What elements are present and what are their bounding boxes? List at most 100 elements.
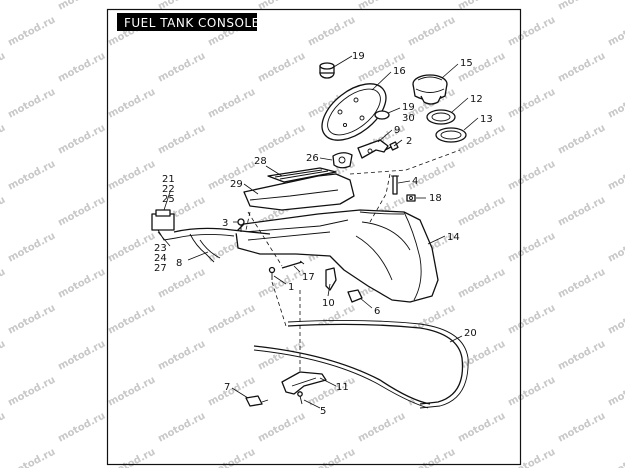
watermark-text: motod.ru <box>0 0 7 13</box>
callout-20: 20 <box>464 328 477 339</box>
watermark-text: motod.ru <box>0 267 7 301</box>
callout-29: 29 <box>230 179 243 190</box>
part-trim-strip-20 <box>253 319 469 409</box>
callout-17: 17 <box>302 272 315 283</box>
callout-labels: 19 16 15 12 13 19 30 9 2 26 28 21 22 25 … <box>154 51 493 417</box>
callout-6: 6 <box>374 306 380 317</box>
callout-25: 25 <box>162 194 175 205</box>
diagram-title: FUEL TANK CONSOLE <box>124 16 260 30</box>
part-washer-30 <box>374 110 390 120</box>
part-gasket-13 <box>435 127 467 143</box>
watermark-text: motod.ru <box>6 303 57 337</box>
part-gasket-12 <box>426 109 456 125</box>
part-bracket-10 <box>325 267 337 291</box>
watermark-text: motod.ru <box>156 411 207 445</box>
part-tab-7 <box>245 395 269 407</box>
watermark-text: motod.ru <box>6 159 57 193</box>
part-console-body-14 <box>235 209 439 303</box>
part-screw-4 <box>391 175 399 195</box>
watermark-text: motod.ru <box>256 51 307 85</box>
watermark-text: motod.ru <box>206 303 257 337</box>
watermark-text: motod.ru <box>56 195 107 229</box>
watermark-text: motod.ru <box>356 411 407 445</box>
part-knob-19 <box>319 62 335 79</box>
callout-24: 24 <box>154 253 167 264</box>
callout-8: 8 <box>176 258 182 269</box>
assembly-guide-lines <box>245 149 461 372</box>
callout-15: 15 <box>460 58 473 69</box>
callout-19-mid: 19 <box>402 102 415 113</box>
part-rod-17 <box>281 260 305 269</box>
watermark-text: motod.ru <box>456 195 507 229</box>
watermark-text: motod.ru <box>0 411 7 445</box>
watermark-text: motod.ru <box>256 0 307 13</box>
part-cover-29 <box>243 173 355 211</box>
watermark-text: motod.ru <box>156 123 207 157</box>
callout-19-top: 19 <box>352 51 365 62</box>
watermark-text: motod.ru <box>256 411 307 445</box>
watermark-text: motod.ru <box>6 231 57 265</box>
callout-4: 4 <box>412 176 418 187</box>
watermark-text: motod.ru <box>56 267 107 301</box>
watermark-text: motod.ru <box>506 159 557 193</box>
watermark-text: motod.ru <box>6 375 57 409</box>
callout-1: 1 <box>288 282 294 293</box>
watermark-text: motod.ru <box>606 15 625 49</box>
part-fuel-cap-15 <box>412 74 448 105</box>
watermark-text: motod.ru <box>506 87 557 121</box>
title-box <box>117 13 257 31</box>
part-screw-1 <box>268 266 276 280</box>
callout-11: 11 <box>336 382 349 393</box>
callout-7: 7 <box>224 382 230 393</box>
watermark-text: motod.ru <box>206 87 257 121</box>
watermark-text: motod.ru <box>356 0 407 13</box>
watermark-text: motod.ru <box>156 339 207 373</box>
watermark-text: motod.ru <box>56 411 107 445</box>
callout-23: 23 <box>154 243 167 254</box>
watermark-text: motod.ru <box>556 0 607 13</box>
watermark-text: motod.ru <box>456 339 507 373</box>
watermark-text: motod.ru <box>0 195 7 229</box>
watermark-text: motod.ru <box>556 195 607 229</box>
callout-27: 27 <box>154 263 167 274</box>
watermark-text: motod.ru <box>606 87 625 121</box>
leader-lines <box>157 55 479 409</box>
watermark-text: motod.ru <box>6 87 57 121</box>
watermark-text: motod.ru <box>106 159 157 193</box>
watermark-text: motod.ru <box>156 0 207 13</box>
watermark-text: motod.ru <box>556 123 607 157</box>
watermark-text: motod.ru <box>406 15 457 49</box>
callout-10: 10 <box>322 298 335 309</box>
watermark-text: motod.ru <box>106 87 157 121</box>
watermark-text: motod.ru <box>0 123 7 157</box>
watermark-text: motod.ru <box>606 159 625 193</box>
watermark-text: motod.ru <box>256 123 307 157</box>
watermark-text: motod.ru <box>106 231 157 265</box>
part-strip-28 <box>267 167 337 183</box>
watermark-text: motod.ru <box>506 15 557 49</box>
watermark-text: motod.ru <box>556 411 607 445</box>
watermark-text: motod.ru <box>106 375 157 409</box>
callout-2: 2 <box>406 136 412 147</box>
watermark-text: motod.ru <box>6 15 57 49</box>
part-connector-21 <box>151 209 177 241</box>
watermark-text: motod.ru <box>0 51 7 85</box>
watermark-text: motod.ru <box>506 375 557 409</box>
part-clip-26 <box>332 152 353 169</box>
watermark-text: motod.ru <box>606 303 625 337</box>
watermark-text: motod.ru <box>56 123 107 157</box>
callout-12: 12 <box>470 94 483 105</box>
watermark-text: motod.ru <box>606 375 625 409</box>
watermark-text: motod.ru <box>0 339 7 373</box>
watermark-text: motod.ru <box>306 15 357 49</box>
watermark-text: motod.ru <box>606 231 625 265</box>
watermark-text: motod.ru <box>6 447 57 468</box>
callout-26: 26 <box>306 153 319 164</box>
watermark-text: motod.ru <box>56 339 107 373</box>
watermark-text: motod.ru <box>56 51 107 85</box>
callout-18: 18 <box>429 193 442 204</box>
callout-16: 16 <box>393 66 406 77</box>
part-gauge-plate-16 <box>321 83 387 141</box>
